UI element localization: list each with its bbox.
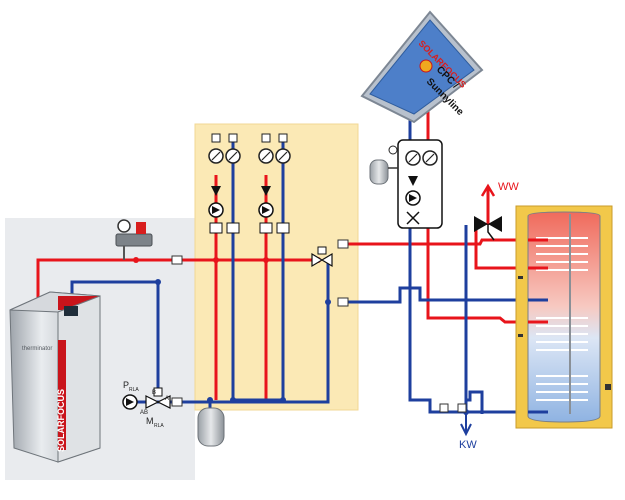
boiler-model-label: therminator — [22, 346, 52, 352]
safety-valve-icon — [136, 222, 146, 234]
boiler-red-strip — [58, 340, 66, 450]
ww-label: WW — [498, 181, 519, 193]
label-p: P — [123, 380, 129, 390]
mixing-valve-icon — [145, 395, 171, 409]
check-valve-icon — [261, 186, 271, 196]
return-mixing-valve[interactable] — [145, 387, 171, 409]
check-valve-icon — [211, 186, 221, 196]
expansion-vessel[interactable] — [197, 407, 225, 447]
check-valves-tank — [439, 403, 467, 413]
collector-logo — [419, 59, 433, 73]
safety-valve-group[interactable] — [115, 219, 153, 260]
expansion-vessel-icon — [369, 159, 389, 185]
shutoff-valve — [209, 222, 223, 234]
thermometer-icon — [422, 150, 438, 166]
solar-expansion-vessel[interactable] — [369, 145, 398, 185]
label-ab: AB — [140, 410, 148, 416]
boiler-display — [64, 306, 78, 316]
label-m: M — [146, 416, 154, 426]
mixing-valve-icon — [311, 252, 333, 268]
kw-label: KW — [459, 439, 477, 451]
kw-arrow — [460, 414, 472, 437]
tank-coils-upper — [536, 237, 588, 271]
pressure-gauge-icon — [117, 219, 131, 233]
pressure-gauge-icon — [388, 145, 398, 155]
thermometer-icon — [225, 148, 241, 164]
flow-meter — [406, 211, 420, 225]
ww-arrow — [480, 183, 496, 214]
thermometer-icon — [208, 148, 224, 164]
solar-station[interactable] — [397, 139, 443, 229]
zone-mixing-valve[interactable] — [311, 239, 349, 307]
thermometer-icon — [258, 148, 274, 164]
heating-circuit-1[interactable] — [208, 148, 241, 234]
boiler-brand-label: SOLARFOCUS — [56, 389, 66, 452]
thermometer-icon — [405, 150, 421, 166]
solar-collector[interactable]: SOLARFOCUS CPC / Sunnyline — [360, 10, 484, 124]
boiler[interactable]: SOLARFOCUS therminator — [9, 291, 101, 463]
label-m-sub: RLA — [154, 423, 164, 429]
circuit-end-valves — [211, 133, 288, 143]
shutoff-valve — [226, 222, 240, 234]
storage-tank[interactable] — [515, 205, 613, 429]
mixing-zone-area — [194, 123, 359, 411]
thermometer-icon — [275, 148, 291, 164]
check-valve-icon — [408, 176, 418, 186]
heating-circuit-2[interactable] — [258, 148, 291, 234]
shutoff-valve — [259, 222, 273, 234]
cold-pipes — [70, 112, 548, 414]
label-p-sub: RLA — [129, 387, 139, 393]
label-a: A — [165, 396, 169, 402]
tank-coils-lower — [536, 317, 588, 401]
return-pump[interactable] — [122, 394, 138, 410]
expansion-vessel-icon — [197, 407, 225, 447]
shutoff-valve — [276, 222, 290, 234]
kw-inlet[interactable] — [460, 414, 472, 437]
tank-connections — [528, 238, 548, 414]
label-b: B — [152, 390, 156, 396]
dhw-mixing-valve[interactable] — [474, 183, 502, 241]
tank-sensor-dots — [518, 276, 611, 390]
check-valves-boiler — [171, 255, 183, 407]
